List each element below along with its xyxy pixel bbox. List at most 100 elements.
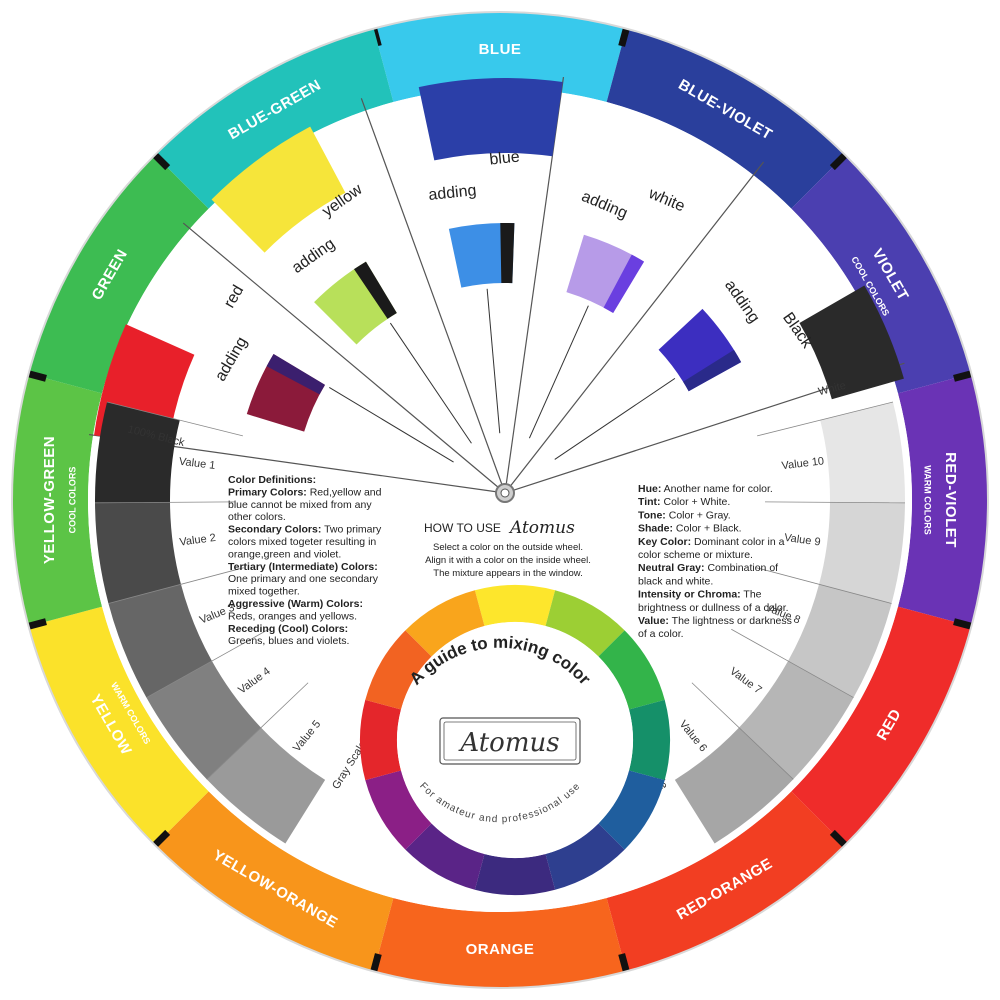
definition-line: Shade: Color + Black. [638,523,742,535]
definition-line: blue cannot be mixed from any [228,499,372,511]
inner-guide-wheel[interactable] [360,585,670,895]
inner-wheel-swatch[interactable] [474,853,556,895]
mix-arrow [389,322,472,444]
mix-chip-edge [603,254,645,313]
ring-swatch[interactable] [373,897,627,988]
mix-chip-edge [683,349,742,392]
value-divider [756,567,892,604]
definition-line: Aggressive (Warm) Colors: [228,598,363,610]
brand-logo: Atomus [458,728,559,758]
inner-wheel-swatch[interactable] [405,590,485,657]
value-swatch [95,502,181,604]
definition-text: orange,green and violet. [228,548,341,560]
inner-wheel-swatch[interactable] [545,823,625,890]
value-divider [108,567,244,604]
ring-divider [152,829,171,848]
mix-arrow [554,377,676,460]
wheel-edge [11,11,989,989]
mix-window-5[interactable] [658,308,742,392]
ring-swatch[interactable] [606,791,846,972]
value-swatch [206,727,326,844]
definition-text: Color + White. [661,496,731,508]
definition-text: Two primary [321,524,382,536]
definition-text: color scheme or mixture. [638,549,753,561]
ring-swatch[interactable] [791,606,972,846]
definition-term: Tone: [638,509,666,521]
definition-term: Shade: [638,523,673,535]
definition-text: Dominant color in a [691,536,785,548]
ring-swatch[interactable] [606,28,846,209]
definition-line: One primary and one secondary [228,573,379,585]
ring-segment-green[interactable]: GREEN [27,154,209,394]
ring-segment-blue-violet[interactable]: BLUE-VIOLET [606,27,846,209]
definition-text: Color + Black. [673,523,742,535]
how-to-use-line-1: Select a color on the outside wheel. [433,542,583,553]
value-swatch [108,584,212,698]
definition-line: Value: The lightness or darkness [638,615,792,627]
definition-term: Key Color: [638,536,691,548]
definition-line: Receding (Cool) Colors: [228,623,348,635]
value-divider [691,682,794,780]
ring-swatch[interactable] [28,606,209,846]
ring-sublabel: COOL COLORS [67,467,77,534]
ring-segment-red-orange[interactable]: RED-ORANGE [606,791,848,972]
ring-divider [27,618,47,630]
definition-text: of a color. [638,628,684,640]
mix-chip-edge [500,223,515,284]
mix-window-2[interactable] [314,261,397,345]
definition-text: Another name for color. [661,483,772,495]
ring-label: RED-VIOLET [942,452,959,548]
wedge-tip [418,77,563,161]
definitions-left: Color Definitions:Primary Colors: Red,ye… [228,474,382,647]
mix-chip-edge [266,353,325,395]
brand-frame-inner [443,721,577,761]
ring-divider [618,27,630,47]
ring-segment-orange[interactable]: ORANGE [373,897,630,988]
inner-wheel-swatch[interactable] [474,585,556,627]
brand-frame [439,717,581,765]
definition-text: Combination of [705,562,779,574]
inner-wheel-swatch[interactable] [360,699,402,781]
inner-wheel-swatch[interactable] [365,630,432,710]
definition-line: Greens, blues and violets. [228,635,349,647]
definition-line: of a color. [638,628,684,640]
inner-wheel-swatch[interactable] [598,630,665,710]
mix-window-1[interactable] [246,353,325,432]
ring-divider [152,152,171,171]
wedge-spoke [504,161,765,494]
ring-swatch[interactable] [897,373,988,627]
definition-term: Intensity or Chroma: [638,589,741,601]
mix-verb: adding [428,182,478,204]
inner-wheel-swatch[interactable] [365,770,432,850]
ring-divider [829,829,848,848]
definition-line: Neutral Gray: Combination of [638,562,778,574]
inner-wheel-swatch[interactable] [628,699,670,781]
ring-segment-red[interactable]: RED [791,606,973,846]
ring-divider [618,953,630,973]
ring-swatch[interactable] [28,154,209,394]
value-divider [95,501,236,504]
ring-swatch[interactable] [11,373,103,627]
value-divider [206,682,309,780]
mix-noun: blue [489,148,521,168]
mix-window-3[interactable] [448,222,515,288]
definition-text: Greens, blues and violets. [228,635,349,647]
definition-text: Color + Gray. [666,509,731,521]
inner-wheel-swatch[interactable] [545,590,625,657]
inner-wheel-swatch[interactable] [405,823,485,890]
definition-line: Hue: Another name for color. [638,483,773,495]
ring-swatch[interactable] [154,28,394,209]
ring-swatch[interactable] [154,791,394,972]
mix-window-4[interactable] [566,234,645,313]
ring-swatch[interactable] [791,154,972,394]
how-to-use-title: HOW TO USE [424,521,501,535]
inner-wheel-swatch[interactable] [598,770,665,850]
definition-text: One primary and one secondary [228,573,379,585]
value-divider [731,628,854,698]
